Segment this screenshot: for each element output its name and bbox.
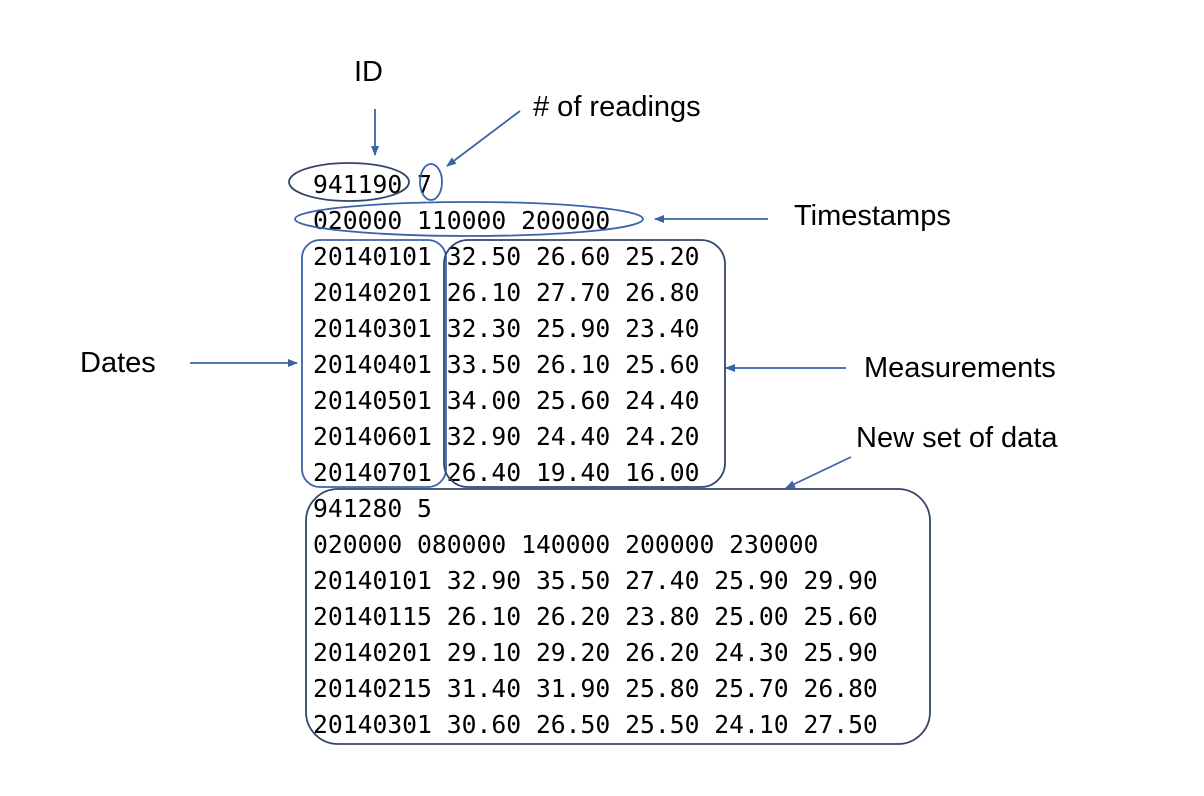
new-set-box xyxy=(305,488,931,745)
code-line-row: 20140401 33.50 26.10 25.60 xyxy=(313,350,700,379)
new-set-arrow xyxy=(785,456,852,489)
measurements-label: Measurements xyxy=(864,352,1056,384)
new-set-label: New set of data xyxy=(856,422,1058,454)
code-line-row: 20140115 26.10 26.20 23.80 25.00 25.60 xyxy=(313,602,878,631)
measurements-box xyxy=(443,239,726,488)
code-line-row: 20140201 29.10 29.20 26.20 24.30 25.90 xyxy=(313,638,878,667)
code-line-row: 20140101 32.50 26.60 25.20 xyxy=(313,242,700,271)
num-readings-label: # of readings xyxy=(533,91,701,123)
code-line-row: 20140501 34.00 25.60 24.40 xyxy=(313,386,700,415)
code-line-timestamps: 020000 110000 200000 xyxy=(313,206,611,235)
code-line-timestamps-2: 020000 080000 140000 200000 230000 xyxy=(313,530,819,559)
num-readings-ellipse xyxy=(419,163,443,201)
code-line-row: 20140301 32.30 25.90 23.40 xyxy=(313,314,700,343)
timestamps-ellipse xyxy=(294,201,644,237)
num-readings-arrow xyxy=(446,110,521,167)
code-line-row: 20140201 26.10 27.70 26.80 xyxy=(313,278,700,307)
timestamps-label: Timestamps xyxy=(794,200,951,232)
dates-box xyxy=(301,239,447,488)
code-line-row: 20140701 26.40 19.40 16.00 xyxy=(313,458,700,487)
dates-label: Dates xyxy=(80,347,156,379)
id-ellipse xyxy=(288,162,410,202)
code-line-row: 20140301 30.60 26.50 25.50 24.10 27.50 xyxy=(313,710,878,739)
code-line-id-count-2: 941280 5 xyxy=(313,494,432,523)
code-line-row: 20140101 32.90 35.50 27.40 25.90 29.90 xyxy=(313,566,878,595)
id-label: ID xyxy=(354,56,383,88)
code-line-row: 20140601 32.90 24.40 24.20 xyxy=(313,422,700,451)
code-line-row: 20140215 31.40 31.90 25.80 25.70 26.80 xyxy=(313,674,878,703)
